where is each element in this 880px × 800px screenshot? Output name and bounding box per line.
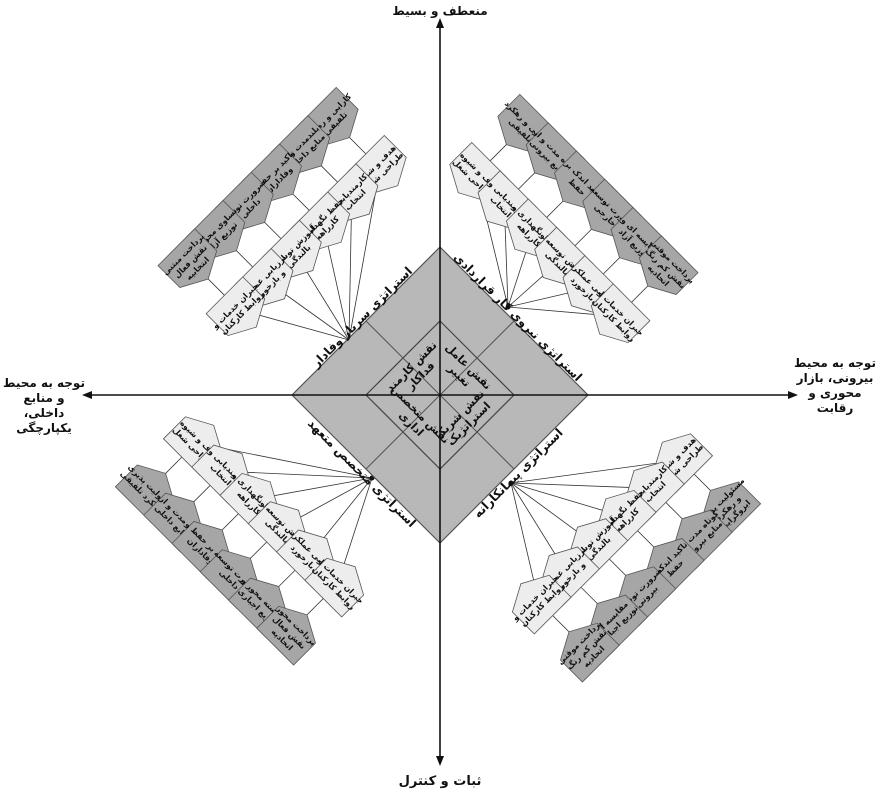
axis-bottom-label: ثبات و کنترل <box>370 774 510 789</box>
axis-right-line1: توجه به محیط <box>792 356 878 371</box>
axis-right-line3: محوری و رقابت <box>792 386 878 416</box>
arrow-down-icon <box>436 756 444 766</box>
arrow-up-icon <box>436 18 444 28</box>
axis-left-line3: یکپارچگی <box>2 421 86 436</box>
axis-right-line2: بیرونی، بازار <box>792 371 878 386</box>
axis-left-line1: توجه به محیط <box>2 376 86 391</box>
axis-left-line2: و منابع داخلی، <box>2 391 86 421</box>
axis-top-label: منعطف و بسیط <box>380 4 500 19</box>
axis-left-label: توجه به محیط و منابع داخلی، یکپارچگی <box>2 376 86 436</box>
axis-right-label: توجه به محیط بیرونی، بازار محوری و رقابت <box>792 356 878 416</box>
axes <box>82 18 798 766</box>
